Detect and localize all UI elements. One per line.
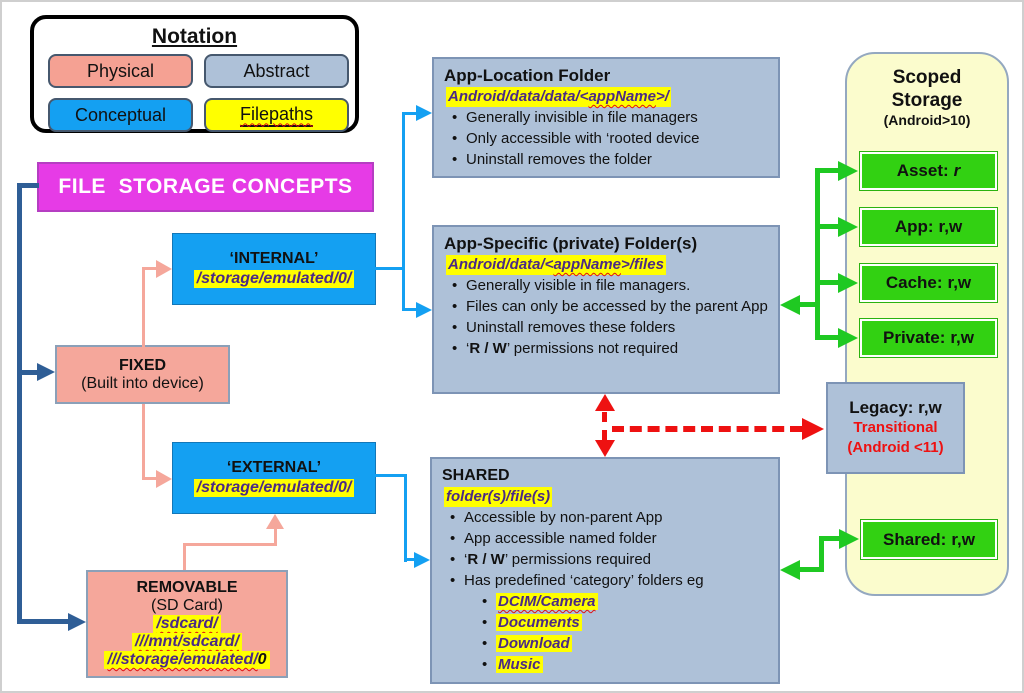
app-specific-box: App-Specific (private) Folder(s) Android…	[432, 225, 780, 394]
green-line	[815, 224, 840, 229]
green-line	[815, 335, 840, 340]
shared-perm-box: Shared:r,w	[860, 519, 998, 560]
list-item: Files can only be accessed by the parent…	[444, 296, 768, 317]
arrow-down-shared	[595, 440, 615, 457]
internal-box: ‘INTERNAL’ /storage/emulated/0/	[172, 233, 376, 305]
green-line	[798, 567, 824, 572]
list-item: Has predefined ‘category’ folders eg	[442, 570, 768, 591]
salmon-line	[142, 477, 158, 480]
salmon-line	[142, 267, 145, 347]
shared-path: folder(s)/file(s)	[444, 487, 553, 507]
arrow-to-asset	[838, 161, 858, 181]
list-item: Generally visible in file managers.	[444, 275, 768, 296]
category-music: Music	[442, 654, 768, 675]
steel-line-vertical	[17, 183, 22, 624]
arrow-to-cache	[838, 273, 858, 293]
green-line	[815, 168, 820, 340]
page-title: FILE STORAGE CONCEPTS	[37, 162, 374, 212]
arrow-to-app-location	[416, 105, 432, 121]
arrow-to-private	[838, 328, 858, 348]
red-dashed-vertical	[602, 412, 607, 440]
green-line	[815, 280, 840, 285]
arrow-to-app-specific-green	[780, 295, 800, 315]
arrow-to-shared	[414, 552, 430, 568]
arrow-to-shared-perm	[839, 529, 859, 549]
removable-path-1: /sdcard/	[153, 615, 221, 633]
blue-line	[402, 112, 405, 310]
green-line	[815, 168, 840, 173]
list-item: Uninstall removes these folders	[444, 317, 768, 338]
removable-path-3: ///storage/emulated/0	[104, 651, 270, 669]
app-specific-path: Android/data/<appName>/files	[446, 255, 666, 275]
notation-legend: Notation Physical Abstract Conceptual Fi…	[30, 15, 359, 133]
legend-title: Notation	[151, 25, 238, 48]
external-box: ‘EXTERNAL’ /storage/emulated/0/	[172, 442, 376, 514]
shared-box: SHARED folder(s)/file(s) Accessible by n…	[430, 457, 780, 684]
salmon-line	[142, 267, 158, 270]
green-line	[819, 536, 841, 541]
arrow-up-app-specific	[595, 394, 615, 411]
arrow-to-app	[838, 217, 858, 237]
blue-line	[375, 474, 407, 477]
steel-line-to-banner	[17, 183, 39, 188]
category-documents: Documents	[442, 612, 768, 633]
scoped-title: Scoped Storage	[891, 67, 963, 111]
steel-line-to-fixed	[17, 370, 39, 375]
steel-line-to-removable	[17, 619, 70, 624]
cache-box: Cache:r,w	[859, 263, 998, 303]
private-box: Private:r,w	[859, 318, 998, 358]
list-item-rw: ‘R / W’ permissions required	[442, 549, 768, 570]
category-download: Download	[442, 633, 768, 654]
app-location-box: App-Location Folder Android/data/data/<a…	[432, 57, 780, 178]
list-item: App accessible named folder	[442, 528, 768, 549]
blue-line	[404, 558, 416, 561]
arrow-to-fixed	[37, 363, 55, 381]
legend-item-abstract: Abstract	[204, 54, 349, 88]
blue-line	[404, 474, 407, 562]
legend-item-conceptual: Conceptual	[48, 98, 193, 132]
green-line	[798, 302, 818, 307]
app-box: App:r,w	[859, 207, 998, 247]
list-item: Generally invisible in file managers	[444, 107, 768, 128]
list-item: Uninstall removes the folder	[444, 149, 768, 170]
blue-line	[375, 267, 405, 270]
arrow-to-removable	[68, 613, 86, 631]
arrow-to-external	[156, 470, 172, 488]
list-item: Accessible by non-parent App	[442, 507, 768, 528]
legacy-box: Legacy: r,w Transitional (Android <11)	[826, 382, 965, 474]
list-item: Only accessible with ‘rooted device	[444, 128, 768, 149]
legend-item-physical: Physical	[48, 54, 193, 88]
removable-path-2: ///mnt/sdcard/	[131, 633, 243, 651]
blue-line	[402, 308, 418, 311]
removable-box: REMOVABLE (SD Card) /sdcard/ ///mnt/sdca…	[86, 570, 288, 678]
salmon-line	[183, 543, 277, 546]
app-location-path: Android/data/data/<appName>/	[446, 87, 671, 107]
asset-box: Asset:r	[859, 151, 998, 191]
salmon-line	[183, 543, 186, 570]
scoped-subtitle: (Android>10)	[883, 112, 971, 128]
arrow-to-external-bottom	[266, 514, 284, 529]
arrow-to-shared-green	[780, 560, 800, 580]
red-dashed-horizontal	[612, 426, 802, 432]
blue-line	[402, 112, 418, 115]
list-item-rw: ‘R / W’ permissions not required	[444, 338, 768, 359]
legend-item-filepaths: Filepaths	[204, 98, 349, 132]
arrow-to-internal	[156, 260, 172, 278]
arrow-to-app-specific	[416, 302, 432, 318]
salmon-line	[274, 524, 277, 546]
arrow-to-legacy	[802, 418, 824, 440]
salmon-line	[142, 404, 145, 480]
category-dcim: DCIM/Camera	[442, 591, 768, 612]
fixed-box: FIXED (Built into device)	[55, 345, 230, 404]
green-line	[819, 536, 824, 572]
